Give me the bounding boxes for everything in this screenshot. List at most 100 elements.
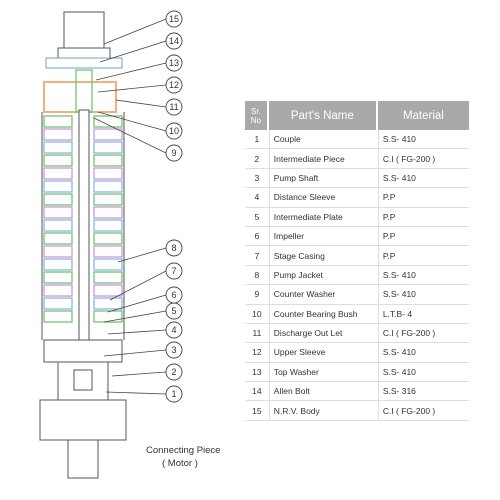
callout-leader-line (117, 247, 167, 263)
stage-right-shape (93, 310, 123, 323)
row-number: 10 (245, 305, 269, 324)
stage-left-shape (43, 141, 73, 154)
stage-right-shape (93, 180, 123, 193)
callout-number: 3 (171, 345, 176, 355)
pump-cross-section (39, 11, 127, 479)
couple-shape (73, 369, 93, 391)
callout-leader-line (97, 84, 167, 93)
part-name: Discharge Out Let (268, 323, 378, 344)
part-material: P.P (377, 188, 469, 208)
row-number: 5 (245, 208, 269, 227)
stage-left-shape (43, 219, 73, 232)
stage-right-shape (93, 206, 123, 219)
row-number: 14 (245, 382, 269, 402)
stage-left-shape (43, 258, 73, 271)
row-number: 7 (245, 246, 269, 266)
callout-leader-line (95, 62, 167, 81)
motor-connect-shape (39, 399, 127, 441)
callout-leader-line (107, 294, 167, 313)
stage-right-shape (93, 167, 123, 180)
pump-shaft-shape (78, 109, 90, 351)
part-material: S.S- 410 (377, 130, 469, 150)
part-material: C.I ( FG-200 ) (377, 149, 469, 169)
part-material: P.P (377, 207, 469, 227)
part-name: Intermediate Piece (268, 149, 378, 169)
header-part-name: Part's Name (268, 101, 378, 130)
part-material: P.P (377, 246, 469, 266)
callout-leader-line (99, 40, 167, 63)
nrv-body-shape (63, 11, 105, 53)
stage-left-shape (43, 180, 73, 193)
part-name: Pump Shaft (268, 168, 378, 189)
header-sr-no: Sr.No (245, 101, 269, 130)
stage-left-shape (43, 310, 73, 323)
stage-left-shape (43, 206, 73, 219)
row-number: 13 (245, 363, 269, 383)
callout-number: 12 (169, 80, 179, 90)
stage-left-shape (43, 115, 73, 128)
callout-circle (165, 321, 183, 339)
stage-left-shape (43, 245, 73, 258)
callout-circle (165, 363, 183, 381)
stage-left-shape (43, 167, 73, 180)
callout-circle (165, 32, 183, 50)
part-material: C.I ( FG-200 ) (377, 323, 469, 344)
callout-circle (165, 262, 183, 280)
callout-number: 13 (169, 58, 179, 68)
callout-circle (165, 10, 183, 28)
row-number: 11 (245, 324, 269, 344)
callout-circle (165, 302, 183, 320)
stage-right-shape (93, 128, 123, 141)
callout-number: 4 (171, 325, 176, 335)
part-material: S.S- 410 (377, 285, 469, 305)
part-material: S.S- 410 (377, 362, 469, 383)
callout-circle (165, 54, 183, 72)
callout-number: 11 (169, 102, 178, 112)
row-number: 6 (245, 227, 269, 247)
part-material: C.I ( FG-200 ) (377, 401, 469, 421)
row-number: 8 (245, 266, 269, 286)
top-plate-shape (45, 57, 123, 69)
upper-sleeve-shape (75, 69, 93, 113)
callout-leader-line (107, 329, 167, 335)
stage-right-shape (93, 154, 123, 167)
caption-line-1: Connecting Piece (146, 445, 220, 456)
callout-circle (165, 98, 183, 116)
stage-right-shape (93, 232, 123, 245)
table-header-row: Sr.No Part's Name Material (245, 101, 469, 130)
part-material: P.P (377, 226, 469, 247)
row-number: 3 (245, 169, 269, 189)
caption-line-2: ( Motor ) (162, 458, 198, 469)
callout-circle (165, 341, 183, 359)
callout-leader-line (105, 391, 167, 395)
row-number: 15 (245, 401, 269, 421)
part-name: Counter Bearing Bush (268, 304, 378, 324)
part-name: Upper Sleeve (268, 343, 378, 363)
stage-right-shape (93, 115, 123, 128)
stage-left-shape (43, 271, 73, 284)
part-name: Couple (268, 130, 378, 150)
callout-leader-line (111, 371, 167, 377)
part-name: Allen Bolt (268, 382, 378, 402)
callout-circle (165, 385, 183, 403)
part-name: Pump Jacket (268, 265, 378, 286)
row-number: 9 (245, 285, 269, 305)
stage-right-shape (93, 297, 123, 310)
callout-leader-line (103, 18, 167, 45)
row-number: 2 (245, 149, 269, 169)
callout-number: 10 (169, 126, 179, 136)
callout-leader-line (97, 111, 167, 132)
